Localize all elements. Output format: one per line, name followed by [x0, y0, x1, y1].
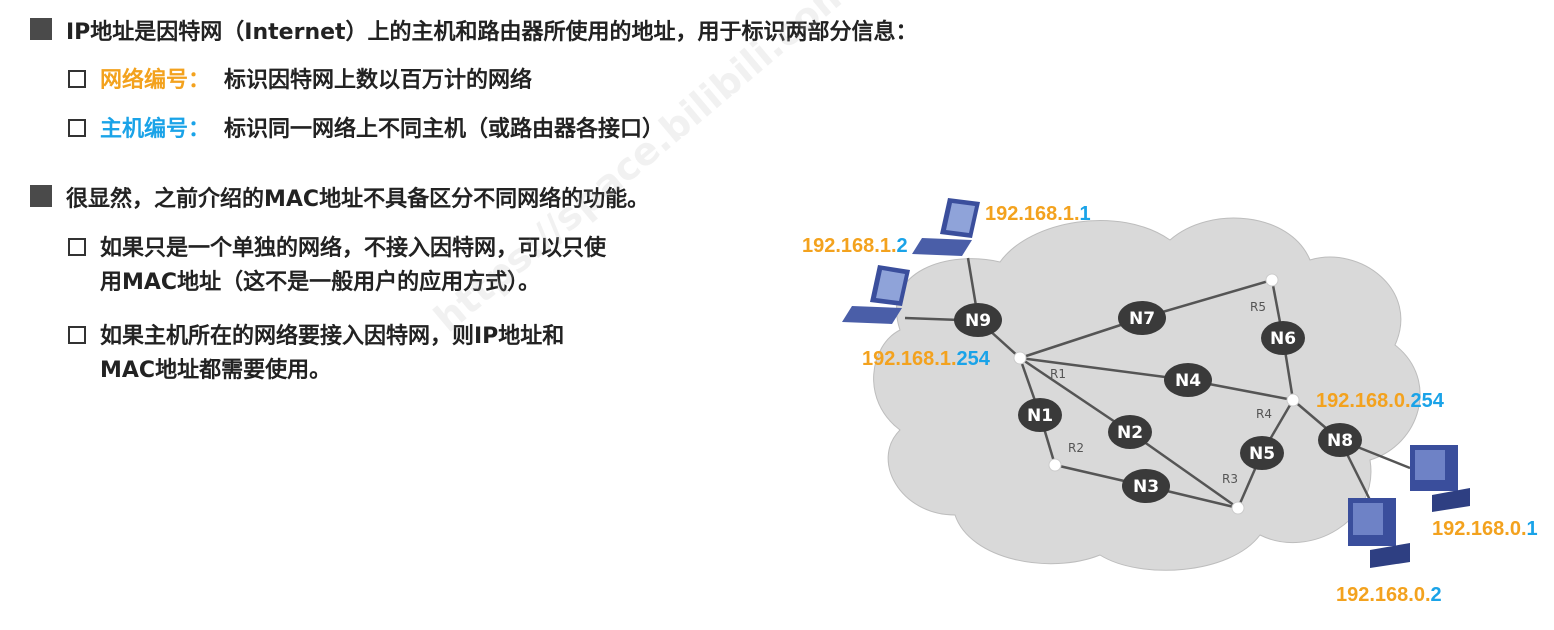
ip-laptop2: 192.168.1.2: [802, 235, 908, 258]
line-2: 用MAC地址（这不是一般用户的应用方式）。: [100, 270, 541, 295]
internet-cloud: [873, 217, 1421, 571]
ip-router-r4: 192.168.0.254: [1316, 390, 1444, 413]
node-n4: N4: [1164, 363, 1212, 397]
router-r5-icon: [1265, 273, 1279, 287]
ip-host-part: 1: [1079, 203, 1091, 225]
ip-network-part: 192.168.1.: [862, 348, 957, 370]
line-2: MAC地址都需要使用。: [100, 358, 332, 383]
svg-text:N9: N9: [965, 311, 991, 331]
router-label: R4: [1256, 407, 1272, 421]
ip-network-part: 192.168.1.: [985, 203, 1080, 225]
node-n5: N5: [1240, 436, 1284, 470]
node-n3: N3: [1122, 469, 1170, 503]
host-number-desc: 标识同一网络上不同主机（或路由器各接口）: [224, 117, 665, 142]
ip-laptop1: 192.168.1.1: [985, 203, 1091, 226]
host-number-key: 主机编号：: [100, 117, 211, 142]
router-r3-icon: [1231, 501, 1245, 515]
router-points: [1013, 273, 1300, 515]
square-bullet-icon: [30, 185, 52, 207]
svg-text:N6: N6: [1270, 329, 1296, 349]
ip-network-part: 192.168.1.: [802, 235, 897, 257]
hollow-square-icon: [68, 326, 86, 344]
router-label: R1: [1050, 367, 1066, 381]
network-nodes: N9 N7 N6 N4 N1 N2 N5 N8: [954, 301, 1362, 503]
hollow-square-icon: [68, 238, 86, 256]
router-labels: R1 R2 R3 R4 R5: [1050, 300, 1272, 486]
laptop-icon: [912, 198, 980, 256]
node-n1: N1: [1018, 398, 1062, 432]
ip-network-part: 192.168.0.: [1316, 390, 1411, 412]
ip-host-part: 2: [896, 235, 908, 257]
svg-text:N7: N7: [1129, 309, 1155, 329]
ip-host-part: 2: [1430, 584, 1442, 606]
svg-text:N5: N5: [1249, 444, 1275, 464]
node-n7: N7: [1118, 301, 1166, 335]
node-n6: N6: [1261, 321, 1305, 355]
hollow-square-icon: [68, 119, 86, 137]
bullet-single-network: 如果只是一个单独的网络，不接入因特网，可以只使 用MAC地址（这不是一般用户的应…: [68, 232, 606, 300]
ip-host-part: 1: [1526, 518, 1538, 540]
desktop-computer-icon: [1348, 498, 1410, 568]
bullet-ip-address: IP地址是因特网（Internet）上的主机和路由器所使用的地址，用于标识两部分…: [30, 14, 918, 46]
router-label: R5: [1250, 300, 1266, 314]
router-r1-icon: [1013, 351, 1027, 365]
router-label: R2: [1068, 441, 1084, 455]
ip-network-part: 192.168.0.: [1432, 518, 1527, 540]
bullet-text: 很显然，之前介绍的MAC地址不具备区分不同网络的功能。: [66, 187, 650, 212]
svg-text:N1: N1: [1027, 406, 1053, 426]
router-r2-icon: [1048, 458, 1062, 472]
ip-host-part: 254: [956, 348, 990, 370]
svg-text:N4: N4: [1175, 371, 1201, 391]
desktop-computer-icon: [1410, 445, 1470, 512]
ip-network-part: 192.168.0.: [1336, 584, 1431, 606]
router-label: R3: [1222, 472, 1238, 486]
bullet-host-number: 主机编号： 标识同一网络上不同主机（或路由器各接口）: [68, 113, 664, 147]
bullet-mac-limitation: 很显然，之前介绍的MAC地址不具备区分不同网络的功能。: [30, 181, 649, 213]
ip-router-r1: 192.168.1.254: [862, 348, 990, 371]
svg-text:N2: N2: [1117, 423, 1143, 443]
network-number-key: 网络编号：: [100, 68, 211, 93]
laptop-icon: [842, 265, 910, 324]
router-r4-icon: [1286, 393, 1300, 407]
line-1: 如果只是一个单独的网络，不接入因特网，可以只使: [100, 236, 607, 261]
ip-host-part: 254: [1410, 390, 1444, 412]
bullet-internet-access: 如果主机所在的网络要接入因特网，则IP地址和 MAC地址都需要使用。: [68, 320, 564, 388]
ip-pc1: 192.168.0.1: [1432, 518, 1538, 541]
bullet-text: IP地址是因特网（Internet）上的主机和路由器所使用的地址，用于标识两部分…: [66, 20, 918, 45]
bullet-network-number: 网络编号： 标识因特网上数以百万计的网络: [68, 64, 532, 98]
network-number-desc: 标识因特网上数以百万计的网络: [224, 68, 533, 93]
svg-text:N3: N3: [1133, 477, 1159, 497]
line-1: 如果主机所在的网络要接入因特网，则IP地址和: [100, 324, 565, 349]
node-n2: N2: [1108, 415, 1152, 449]
square-bullet-icon: [30, 18, 52, 40]
svg-text:N8: N8: [1327, 431, 1353, 451]
node-n8: N8: [1318, 423, 1362, 457]
hollow-square-icon: [68, 70, 86, 88]
node-n9: N9: [954, 303, 1002, 337]
ip-pc2: 192.168.0.2: [1336, 584, 1442, 607]
